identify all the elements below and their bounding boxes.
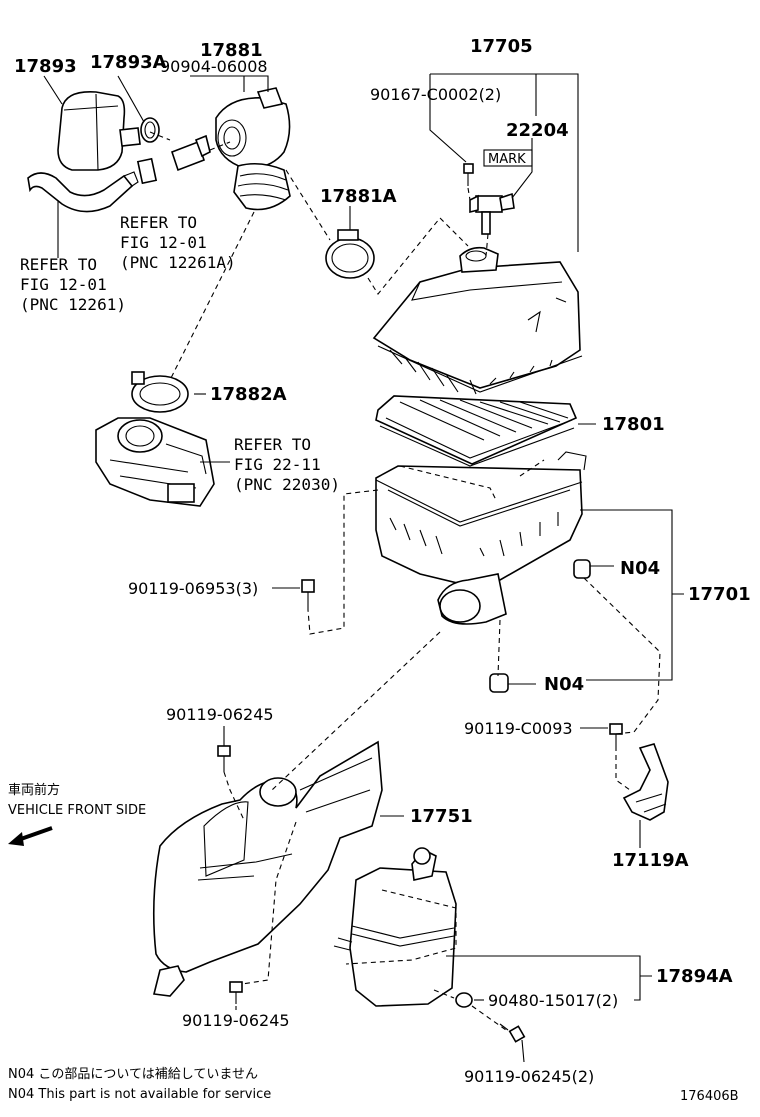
label-17701[interactable]: 17701 bbox=[688, 584, 751, 605]
label-90119-06245-top[interactable]: 90119-06245 bbox=[166, 705, 274, 724]
label-90119-06953[interactable]: 90119-06953(3) bbox=[128, 579, 258, 598]
label-mark: MARK bbox=[488, 152, 526, 167]
bolt-90119-06953[interactable] bbox=[301, 579, 315, 610]
part-17705-cap[interactable] bbox=[372, 246, 583, 395]
vehicle-front-jp: 車両前方 bbox=[8, 782, 60, 798]
vehicle-front-en: VEHICLE FRONT SIDE bbox=[8, 803, 146, 818]
part-17882a-clamp[interactable] bbox=[131, 371, 189, 413]
footnote-en: N04 This part is not available for servi… bbox=[8, 1087, 271, 1102]
ref-12261-line3: (PNC 12261) bbox=[20, 295, 126, 314]
ref-12261a-line2: FIG 12-01 bbox=[120, 233, 207, 252]
hose-12261[interactable] bbox=[27, 171, 139, 213]
label-n04-bottom[interactable]: N04 bbox=[544, 674, 584, 695]
label-17881[interactable]: 17881 bbox=[200, 40, 263, 61]
ref-22030-line3: (PNC 22030) bbox=[234, 475, 340, 494]
label-22204[interactable]: 22204 bbox=[506, 120, 569, 141]
ref-12261a-line1: REFER TO bbox=[120, 213, 197, 232]
bolt-90119-06245-top[interactable] bbox=[217, 745, 231, 772]
ref-12261-line2: FIG 12-01 bbox=[20, 275, 107, 294]
ref-note-12261a[interactable]: REFER TO FIG 12-01 (PNC 12261A) bbox=[120, 213, 236, 272]
grommet-n04-bottom[interactable] bbox=[489, 673, 509, 693]
part-17701-case[interactable] bbox=[375, 451, 587, 625]
leader-lines bbox=[43, 73, 684, 1063]
ref-12261a-line3: (PNC 12261A) bbox=[120, 253, 236, 272]
ref-12261-line1: REFER TO bbox=[20, 255, 97, 274]
arrow-left-down-icon bbox=[8, 826, 53, 846]
ref-note-12261[interactable]: REFER TO FIG 12-01 (PNC 12261) bbox=[20, 255, 126, 314]
label-90119-06245-bottom[interactable]: 90119-06245 bbox=[182, 1011, 290, 1030]
clip-small bbox=[136, 157, 158, 185]
label-90119-06245-2[interactable]: 90119-06245(2) bbox=[464, 1067, 594, 1086]
screw-90167[interactable] bbox=[463, 163, 474, 186]
label-90904-06008[interactable]: 90904-06008 bbox=[160, 57, 268, 76]
part-17119a-bracket[interactable] bbox=[622, 743, 669, 821]
label-17882a[interactable]: 17882A bbox=[210, 384, 287, 405]
label-90119-c0093[interactable]: 90119-C0093 bbox=[464, 719, 573, 738]
assembly-guide-lines bbox=[149, 131, 661, 1031]
part-22204-sensor[interactable] bbox=[469, 149, 533, 235]
ref-22030-line2: FIG 22-11 bbox=[234, 455, 321, 474]
part-17881-connector[interactable] bbox=[215, 87, 291, 211]
label-90167-c0002[interactable]: 90167-C0002(2) bbox=[370, 85, 501, 104]
part-17881a-clamp[interactable] bbox=[325, 229, 375, 279]
ref-22030-line1: REFER TO bbox=[234, 435, 311, 454]
part-17894a-resonator[interactable] bbox=[333, 847, 457, 1007]
illustration-id: 176406B bbox=[680, 1089, 739, 1104]
part-17751-duct[interactable] bbox=[152, 740, 383, 997]
label-17894a[interactable]: 17894A bbox=[656, 966, 733, 987]
label-17881a[interactable]: 17881A bbox=[320, 186, 397, 207]
bolt-90119-06245-bottom[interactable] bbox=[229, 981, 243, 1004]
ref-note-22030[interactable]: REFER TO FIG 22-11 (PNC 22030) bbox=[234, 435, 340, 494]
part-17893-cover[interactable] bbox=[57, 91, 141, 171]
label-17751[interactable]: 17751 bbox=[410, 806, 473, 827]
label-17119a[interactable]: 17119A bbox=[612, 850, 689, 871]
label-17801[interactable]: 17801 bbox=[602, 414, 665, 435]
grommet-n04-top[interactable] bbox=[573, 559, 591, 579]
label-90480-15017[interactable]: 90480-15017(2) bbox=[488, 991, 618, 1010]
washer-90480-15017[interactable] bbox=[455, 992, 473, 1008]
throttle-body-22030[interactable] bbox=[95, 417, 215, 507]
label-n04-top[interactable]: N04 bbox=[620, 558, 660, 579]
part-90904-06008[interactable] bbox=[170, 134, 211, 172]
label-17705[interactable]: 17705 bbox=[470, 36, 533, 57]
footnote-jp: N04 この部品については補給していません bbox=[8, 1067, 258, 1082]
bolt-90119-c0093[interactable] bbox=[609, 723, 623, 746]
label-17893[interactable]: 17893 bbox=[14, 56, 77, 77]
bolt-90119-06245-2[interactable] bbox=[499, 1023, 526, 1043]
label-17893a[interactable]: 17893A bbox=[90, 52, 167, 73]
part-17801-filter[interactable] bbox=[375, 395, 578, 467]
part-17893a-clamp[interactable] bbox=[140, 117, 160, 143]
